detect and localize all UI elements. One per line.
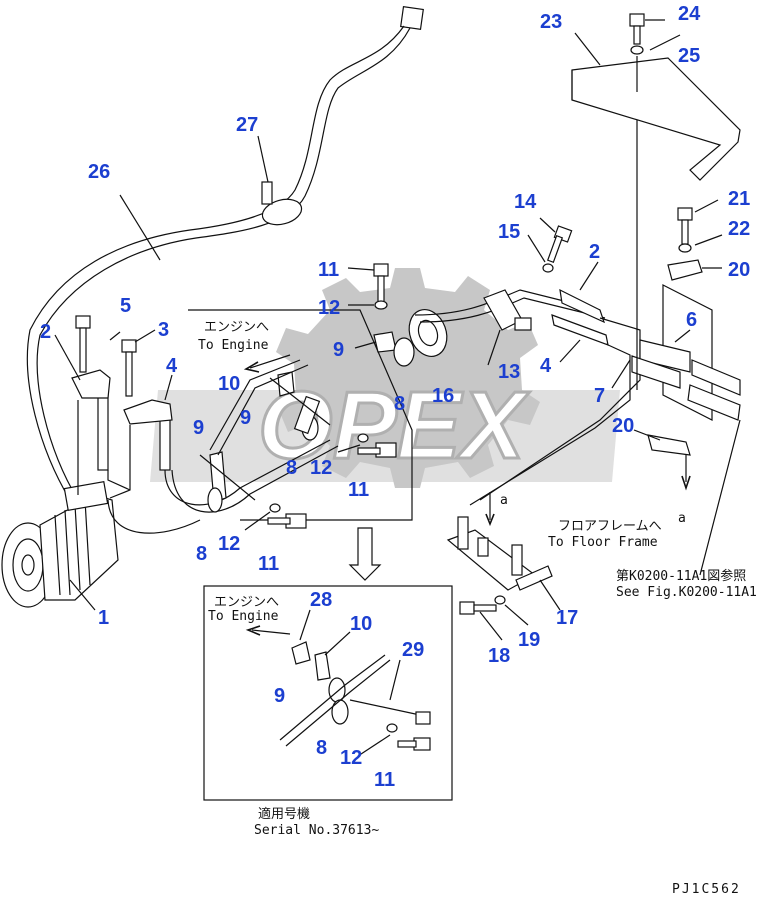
callout-11: 11 bbox=[318, 259, 339, 281]
hoses-upper bbox=[414, 225, 641, 506]
note-floor-frame-jp: フロアフレームへ bbox=[558, 519, 662, 534]
drawing-code: PJ1C562 bbox=[672, 882, 741, 897]
callout-8: 8 bbox=[196, 543, 207, 565]
hoses-left bbox=[71, 369, 339, 534]
clamps-center bbox=[188, 309, 413, 529]
callout-2: 2 bbox=[40, 321, 51, 343]
callout-7: 7 bbox=[594, 385, 605, 407]
callout-1: 1 bbox=[98, 607, 109, 629]
callout-5: 5 bbox=[120, 295, 131, 317]
to-engine-arrow-1 bbox=[249, 354, 291, 369]
callout-23: 23 bbox=[540, 11, 562, 33]
callout-21: 21 bbox=[728, 188, 750, 210]
callout-15: 15 bbox=[498, 221, 520, 243]
callout-14: 14 bbox=[514, 191, 537, 213]
note-serial-jp: 適用号機 bbox=[258, 806, 310, 822]
callout-12: 12 bbox=[318, 297, 340, 319]
bracket bbox=[446, 492, 553, 615]
callout-16: 16 bbox=[432, 385, 454, 407]
reference-a-plate: a bbox=[678, 511, 686, 526]
note-see-fig-jp: 第K0200-11A1図参照 bbox=[616, 568, 746, 584]
harness-cable bbox=[26, 6, 424, 501]
cover-plate bbox=[571, 13, 741, 390]
note-to-engine-jp-2: エンジンへ bbox=[214, 595, 279, 610]
note-to-engine-jp-1: エンジンへ bbox=[204, 320, 269, 335]
bolts-left bbox=[75, 315, 137, 397]
callout-22: 22 bbox=[728, 218, 750, 240]
callout-8: 8 bbox=[316, 737, 327, 759]
reference-a-bracket: a bbox=[500, 493, 508, 508]
callout-25: 25 bbox=[678, 45, 700, 67]
callout-26: 26 bbox=[88, 161, 110, 183]
leader-lines bbox=[54, 19, 741, 757]
note-serial-en: Serial No.37613~ bbox=[254, 823, 379, 838]
callout-28: 28 bbox=[310, 589, 332, 611]
inset-box bbox=[203, 585, 453, 801]
callout-24: 24 bbox=[678, 3, 701, 25]
note-see-fig-en: See Fig.K0200-11A1 bbox=[616, 585, 757, 600]
callout-11: 11 bbox=[374, 769, 395, 791]
callout-9: 9 bbox=[193, 417, 204, 439]
callout-12: 12 bbox=[340, 747, 362, 769]
callout-11: 11 bbox=[348, 479, 369, 501]
watermark-logo: OPEX bbox=[150, 268, 620, 488]
callout-10: 10 bbox=[218, 373, 240, 395]
callout-19: 19 bbox=[518, 629, 540, 651]
callout-4: 4 bbox=[166, 355, 178, 377]
callout-27: 27 bbox=[236, 114, 258, 136]
callout-8: 8 bbox=[286, 457, 297, 479]
inset-arrow bbox=[348, 527, 382, 581]
callouts: 1 2 2 3 4 4 5 6 7 8 8 8 8 9 9 9 9 10 10 … bbox=[40, 3, 750, 791]
note-to-engine-en-2: To Engine bbox=[208, 609, 279, 624]
note-to-engine-en-1: To Engine bbox=[198, 338, 269, 353]
callout-29: 29 bbox=[402, 639, 424, 661]
note-floor-frame-en: To Floor Frame bbox=[548, 535, 658, 550]
callout-17: 17 bbox=[556, 607, 578, 629]
annotations: エンジンへ To Engine エンジンへ To Engine フロアフレームへ… bbox=[198, 320, 757, 897]
right-plate bbox=[631, 207, 741, 491]
callout-20: 20 bbox=[612, 415, 634, 437]
callout-4: 4 bbox=[540, 355, 552, 377]
callout-9: 9 bbox=[274, 685, 285, 707]
callout-13: 13 bbox=[498, 361, 520, 383]
callout-3: 3 bbox=[158, 319, 169, 341]
callout-12: 12 bbox=[310, 457, 332, 479]
callout-12: 12 bbox=[218, 533, 240, 555]
callout-9: 9 bbox=[240, 407, 251, 429]
compressor bbox=[1, 480, 119, 608]
callout-8: 8 bbox=[394, 393, 405, 415]
callout-9: 9 bbox=[333, 339, 344, 361]
to-engine-arrow-2 bbox=[251, 629, 291, 635]
callout-10: 10 bbox=[350, 613, 372, 635]
callout-2: 2 bbox=[589, 241, 600, 263]
callout-20: 20 bbox=[728, 259, 750, 281]
callout-6: 6 bbox=[686, 309, 697, 331]
callout-18: 18 bbox=[488, 645, 510, 667]
callout-11: 11 bbox=[258, 553, 279, 575]
